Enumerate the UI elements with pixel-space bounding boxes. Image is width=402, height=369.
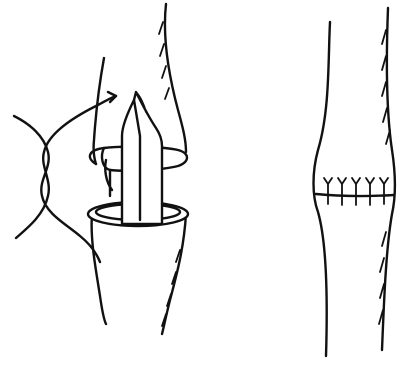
suture-1 [324,178,332,204]
suture-2 [338,178,346,205]
lower-vessel-left-wall [92,214,106,324]
lower-vessel-hatching [162,250,180,326]
repaired-vessel-right-wall [382,8,395,350]
right-panel [314,8,396,356]
sutures [324,178,388,205]
suture-4 [366,178,374,205]
left-panel [14,4,188,334]
upper-vessel-right-wall [165,4,186,152]
inserted-stump [122,92,162,224]
suture-3 [352,178,360,205]
suture-5 [380,178,388,204]
suture-thread [14,92,116,262]
